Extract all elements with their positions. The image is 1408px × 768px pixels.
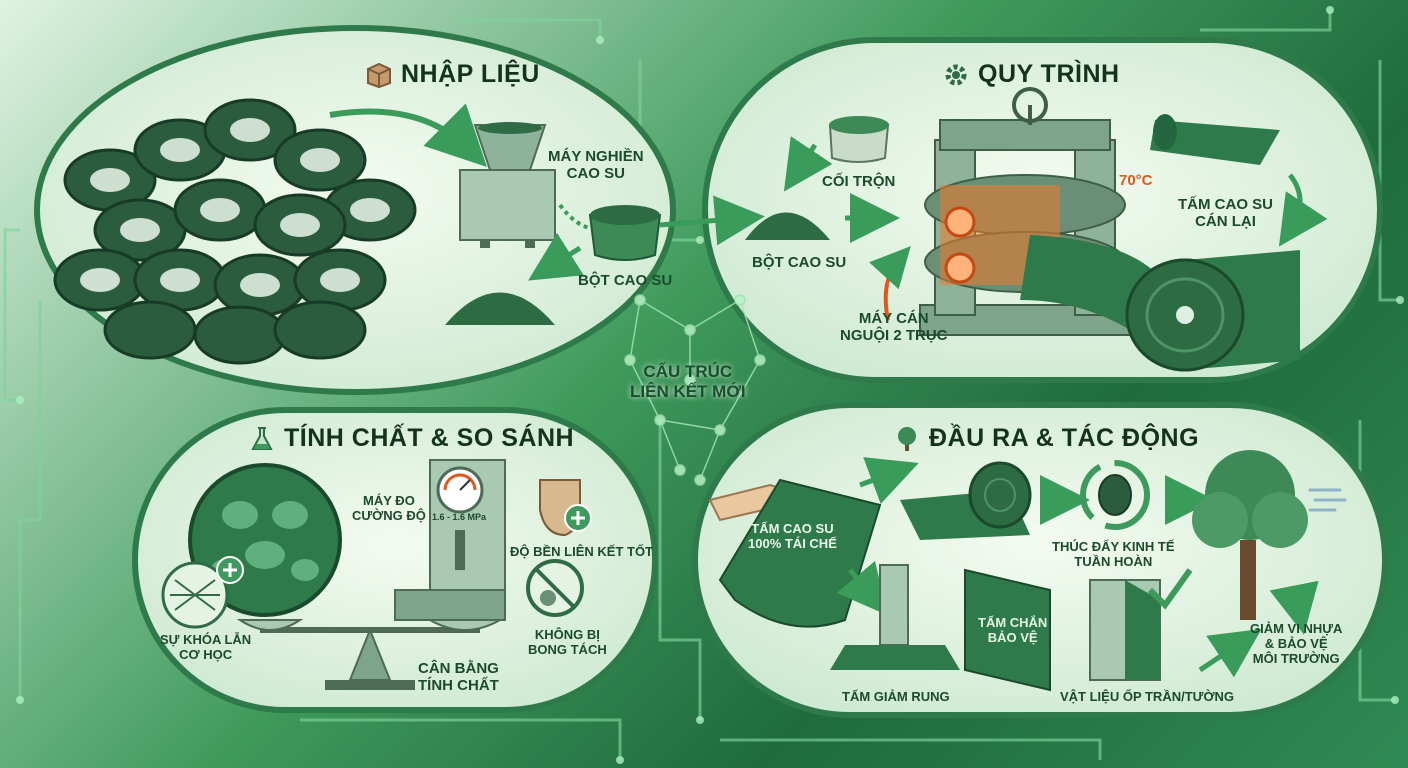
crusher-illustration	[459, 122, 556, 248]
powder-pile	[745, 212, 830, 240]
recycled-sheet-label: TẤM CAO SU 100% TÁI CHẾ	[748, 521, 837, 551]
crusher-label: MÁY NGHIỀN CAO SU	[548, 148, 644, 183]
process-powder-label: BỘT CAO SU	[752, 254, 847, 271]
flask-icon	[248, 425, 276, 453]
process-section-title: QUY TRÌNH	[942, 60, 1120, 89]
gear-icon	[942, 61, 970, 89]
rerolled-sheet-label: TẤM CAO SU CÁN LẠI	[1178, 196, 1273, 231]
input-powder-label: BỘT CAO SU	[578, 272, 673, 289]
new-bond-structure-label: CẤU TRÚC LIÊN KẾT MỚI	[630, 362, 746, 402]
tree-illustration	[1192, 450, 1347, 620]
tire-pile-illustration	[53, 98, 417, 365]
vibration-pad-illustration	[830, 564, 960, 670]
balance-label: CÂN BẰNG TÍNH CHẤT	[418, 660, 499, 695]
balance-scale-illustration	[236, 619, 504, 690]
recycle-tire-icon	[1080, 460, 1150, 530]
shield-panel-label: TẤM CHẮN BẢO VỆ	[978, 615, 1048, 645]
micro-structure-illustration	[161, 463, 342, 629]
mixer-label: CỐI TRỘN	[822, 173, 896, 190]
granule-pile	[445, 292, 555, 325]
gauge-readout: 1.6 - 1.6 MPa	[432, 512, 487, 522]
glove-icon	[539, 479, 592, 537]
temperature-label: 70°C	[1119, 172, 1153, 189]
circular-economy-label: THÚC ĐẨY KINH TẾ TUẦN HOÀN	[1052, 539, 1175, 569]
molecular-network	[624, 294, 766, 486]
rubber-roll-illustration	[900, 461, 1032, 540]
building-illustration	[1089, 568, 1193, 681]
interlock-label: SỰ KHÓA LẪN CƠ HỌC	[160, 632, 252, 662]
output-section-title: ĐẦU RA & TÁC ĐỘNG	[893, 424, 1199, 453]
no-peel-label: KHÔNG BỊ BONG TÁCH	[528, 627, 607, 657]
box-icon	[365, 61, 393, 89]
cladding-label: VẬT LIỆU ỐP TRẦN/TƯỜNG	[1060, 689, 1235, 704]
properties-section-title: TÍNH CHẤT & SO SÁNH	[248, 424, 574, 453]
rolled-sheet-illustration	[1125, 114, 1328, 372]
bond-strength-label: ĐỘ BỀN LIÊN KẾT TỐT	[510, 544, 653, 559]
tree-icon	[893, 425, 921, 453]
environment-label: GIẢM VI NHỰA & BẢO VỆ MÔI TRƯỜNG	[1250, 621, 1343, 666]
powder-bowl-illustration	[588, 205, 662, 261]
no-peel-icon	[526, 559, 584, 617]
mixer-bowl-illustration	[828, 116, 890, 163]
tensile-tester-illustration	[394, 459, 506, 621]
roller-label: MÁY CÁN NGUỘI 2 TRỤC	[840, 310, 948, 345]
tester-label: MÁY ĐO CƯỜNG ĐỘ	[352, 493, 426, 523]
input-section-title: NHẬP LIỆU	[365, 60, 540, 89]
shield-panel-illustration	[964, 568, 1051, 692]
vibration-pad-label: TẤM GIẢM RUNG	[842, 689, 950, 704]
